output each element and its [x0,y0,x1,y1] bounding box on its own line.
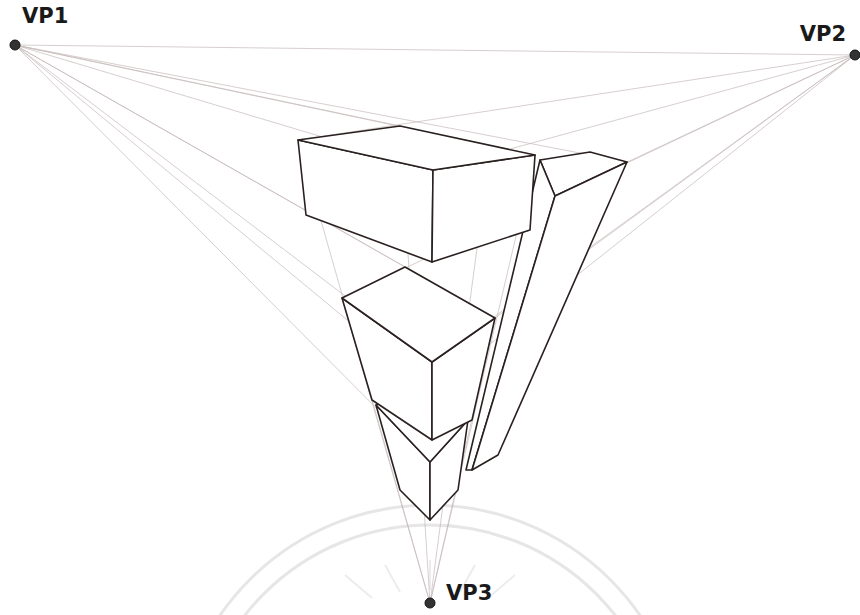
vanishing-point [425,598,435,608]
vanishing-point-label: VP2 [800,24,846,45]
top-box-right [432,155,535,262]
top-box-top [298,126,535,170]
vanishing-point-label: VP1 [22,6,68,27]
middle-box-top [342,267,495,362]
vanishing-point [10,40,20,50]
vanishing-points [10,40,860,608]
boxes [298,126,627,520]
vanishing-point-label: VP3 [446,583,492,604]
watermark [175,505,685,615]
vanishing-point [850,50,860,60]
construction-lines [15,45,855,603]
